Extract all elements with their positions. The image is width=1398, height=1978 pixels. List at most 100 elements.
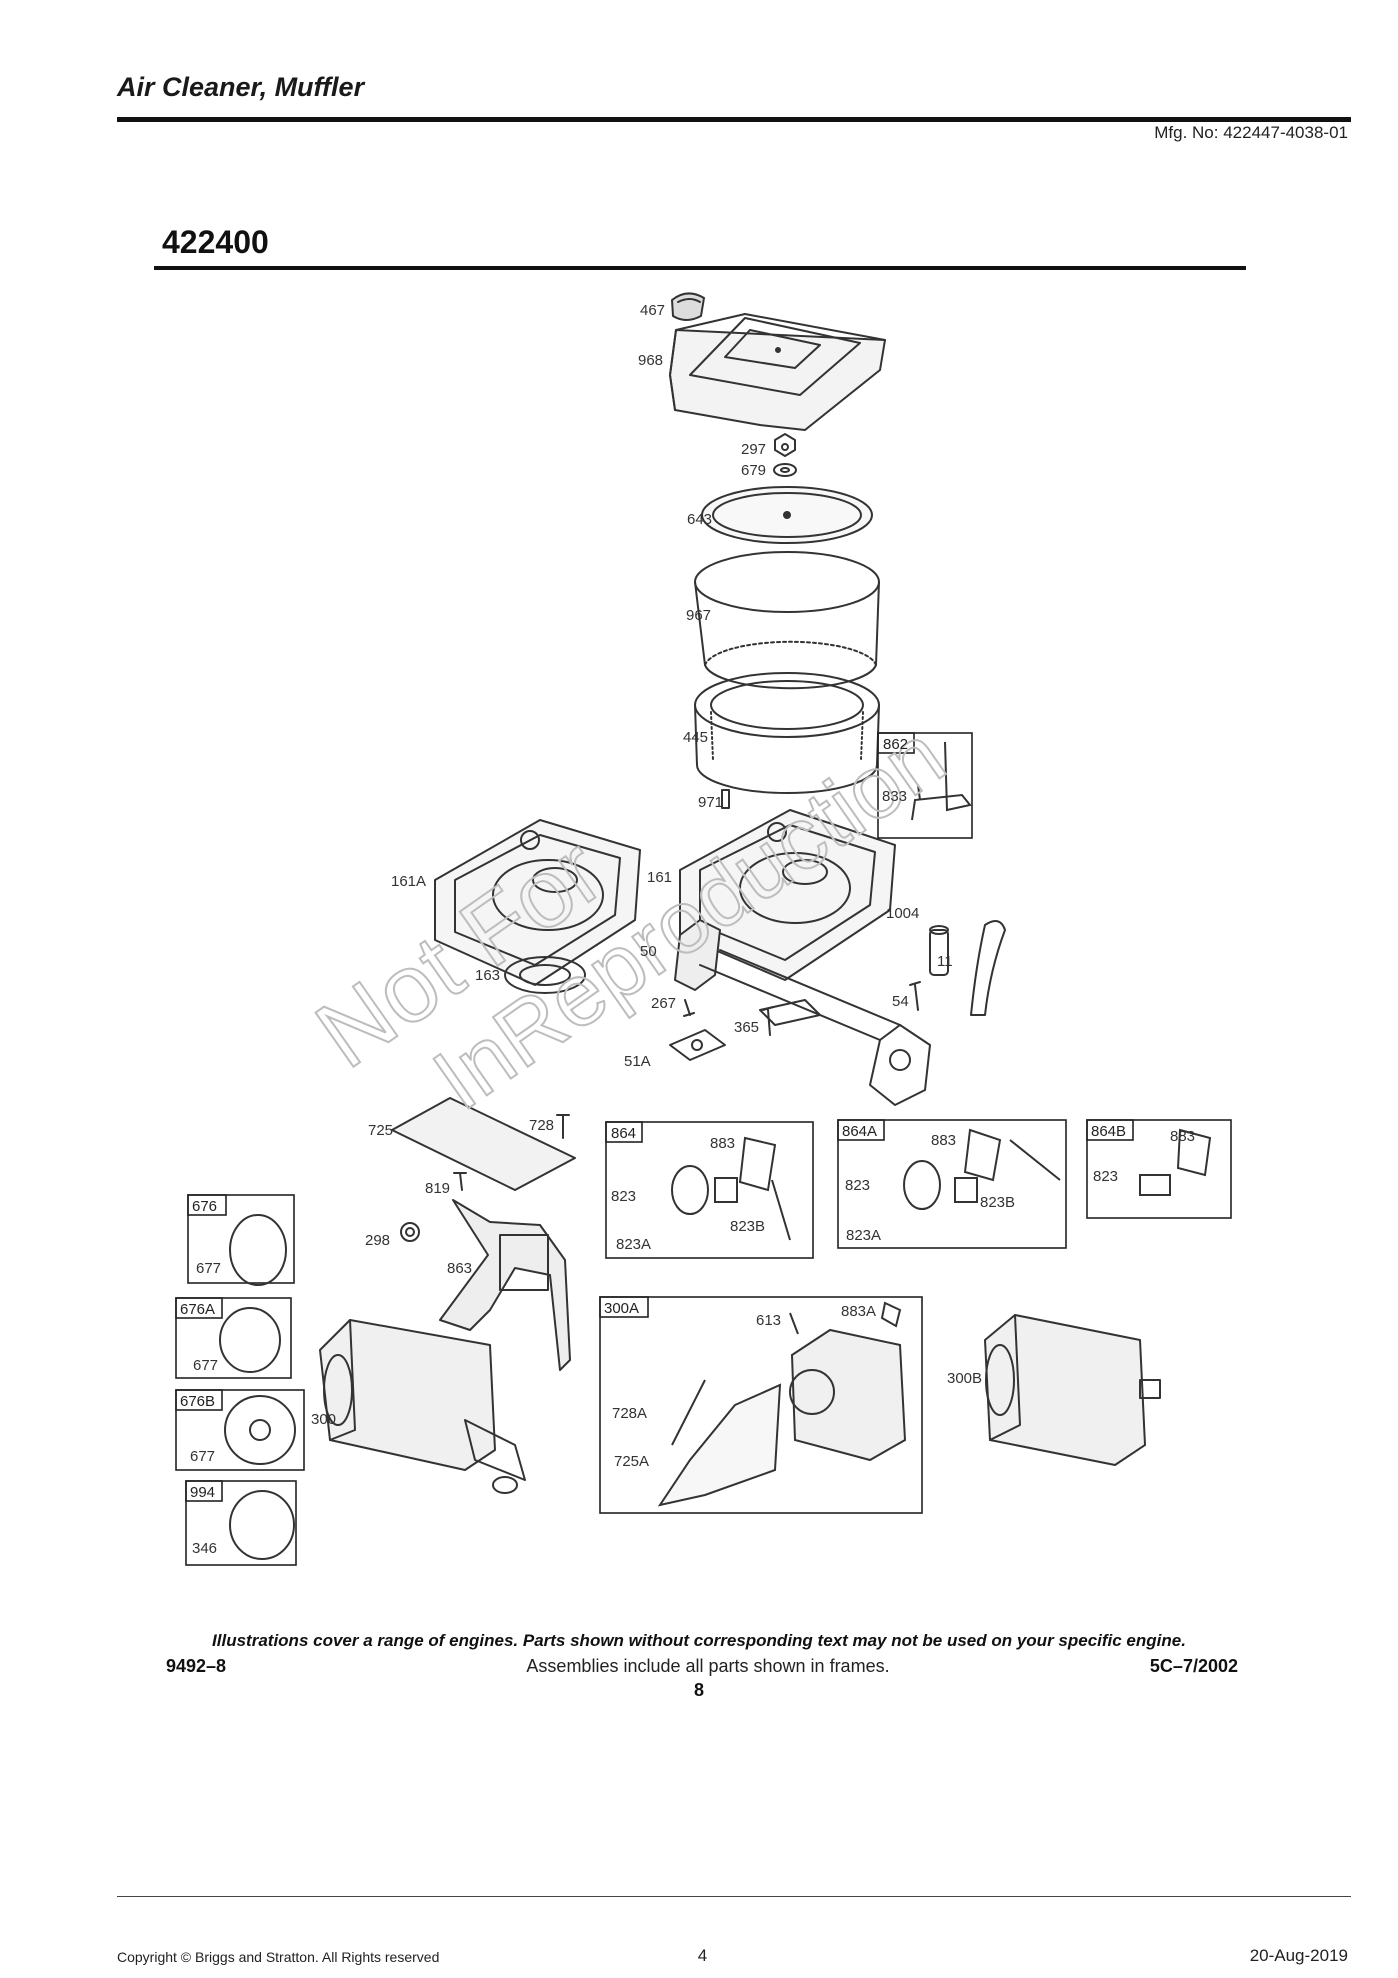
frame-676-part-677: 677 xyxy=(196,1260,221,1277)
frame-864 xyxy=(605,1121,814,1259)
part-862-clamp xyxy=(911,741,972,821)
mfg-number: Mfg. No: 422447-4038-01 xyxy=(1154,123,1348,142)
part-467-knob xyxy=(671,292,705,321)
part-11-tube xyxy=(970,920,1006,1016)
frame-864A-part-823B: 823B xyxy=(980,1194,1015,1211)
label-967: 967 xyxy=(686,607,711,624)
label-297: 297 xyxy=(741,441,766,458)
frame-676A-title: 676A xyxy=(180,1301,215,1318)
label-365: 365 xyxy=(734,1019,759,1036)
part-163-gasket xyxy=(504,956,586,994)
frame-864B-part-823: 823 xyxy=(1093,1168,1118,1185)
frame-864A xyxy=(837,1119,1067,1249)
range-note: Illustrations cover a range of engines. … xyxy=(212,1631,1186,1650)
label-300B: 300B xyxy=(947,1370,982,1387)
label-971: 971 xyxy=(698,794,723,811)
label-50: 50 xyxy=(640,943,657,960)
inner-page-number: 8 xyxy=(693,1680,704,1700)
part-300-muffler xyxy=(319,1319,526,1494)
frame-862 xyxy=(877,732,973,839)
part-51A-gasket xyxy=(669,1029,726,1061)
revision-code: 5C–7/2002 xyxy=(1149,1656,1238,1676)
label-445: 445 xyxy=(683,729,708,746)
frame-300A-part-725A: 725A xyxy=(614,1453,649,1470)
label-11: 11 xyxy=(937,953,953,970)
part-267-screw xyxy=(683,999,695,1017)
part-863-bracket xyxy=(439,1199,571,1371)
frame-864-parts xyxy=(671,1136,791,1241)
part-967-precleaner xyxy=(694,551,880,690)
label-643: 643 xyxy=(687,511,712,528)
page-number: 4 xyxy=(697,1946,708,1965)
label-467: 467 xyxy=(640,302,665,319)
part-643-plate xyxy=(701,486,873,544)
label-728: 728 xyxy=(529,1117,554,1134)
frame-676A-part-677: 677 xyxy=(193,1357,218,1374)
frame-864B-part-883: 883 xyxy=(1170,1128,1195,1145)
frame-864A-part-823: 823 xyxy=(845,1177,870,1194)
frame-864B-title: 864B xyxy=(1091,1123,1126,1140)
frame-300A xyxy=(599,1296,923,1514)
frame-994 xyxy=(185,1480,297,1566)
label-968: 968 xyxy=(638,352,663,369)
label-51A: 51A xyxy=(624,1053,651,1070)
part-297-nut xyxy=(774,433,796,457)
copyright: Copyright © Briggs and Stratton. All Rig… xyxy=(117,1949,440,1965)
frame-300A-parts xyxy=(657,1301,907,1507)
frame-300A-title: 300A xyxy=(604,1300,639,1317)
label-298: 298 xyxy=(365,1232,390,1249)
frame-676B-title: 676B xyxy=(180,1393,215,1410)
frame-864A-parts xyxy=(903,1128,1061,1210)
label-819: 819 xyxy=(425,1180,450,1197)
part-365-screw xyxy=(762,1006,774,1036)
frame-676 xyxy=(187,1194,295,1284)
part-728-screw xyxy=(556,1114,570,1139)
frame-676A xyxy=(175,1297,292,1379)
footer-date: 20-Aug-2019 xyxy=(1249,1946,1348,1965)
part-445-cartridge xyxy=(694,672,880,794)
frame-676-part xyxy=(229,1214,287,1286)
frame-864-part-823: 823 xyxy=(611,1188,636,1205)
part-968-cover xyxy=(669,313,886,431)
frame-300A-part-613: 613 xyxy=(756,1312,781,1329)
label-679: 679 xyxy=(741,462,766,479)
part-298-nut xyxy=(400,1222,420,1242)
part-161A-base xyxy=(434,819,641,986)
frame-300A-part-728A: 728A xyxy=(612,1405,647,1422)
label-54: 54 xyxy=(892,993,909,1010)
page-title: Air Cleaner, Muffler xyxy=(117,72,365,102)
frame-864A-title: 864A xyxy=(842,1123,877,1140)
frame-864A-part-823A: 823A xyxy=(846,1227,881,1244)
label-300: 300 xyxy=(311,1411,336,1428)
diagram-code: 9492–8 xyxy=(166,1656,227,1676)
label-863: 863 xyxy=(447,1260,472,1277)
label-163: 163 xyxy=(475,967,500,984)
frame-994-part xyxy=(229,1490,295,1560)
frame-864A-part-883: 883 xyxy=(931,1132,956,1149)
label-1004: 1004 xyxy=(886,905,919,922)
frame-864-part-883: 883 xyxy=(710,1135,735,1152)
frame-864-part-823B: 823B xyxy=(730,1218,765,1235)
part-54-screw xyxy=(909,981,921,1011)
frame-864B xyxy=(1086,1119,1232,1219)
frame-676B-part xyxy=(224,1395,296,1465)
frame-862-title: 862 xyxy=(883,736,908,753)
label-725: 725 xyxy=(368,1122,393,1139)
frame-676B-part-677: 677 xyxy=(190,1448,215,1465)
frame-862-part-833: 833 xyxy=(882,788,907,805)
frame-300A-part-883A: 883A xyxy=(841,1303,876,1320)
header-rule xyxy=(117,117,1351,122)
part-300B-muffler xyxy=(984,1314,1161,1466)
model-number: 422400 xyxy=(162,224,269,260)
part-50-elbow xyxy=(674,919,931,1106)
frame-676B xyxy=(175,1389,305,1471)
part-679-washer xyxy=(773,463,797,477)
assemblies-note: Assemblies include all parts shown in fr… xyxy=(526,1656,890,1676)
part-819-screw xyxy=(453,1172,467,1191)
frame-864-title: 864 xyxy=(611,1125,636,1142)
label-161A: 161A xyxy=(391,873,426,890)
model-rule xyxy=(154,266,1246,270)
part-1004-tube xyxy=(929,925,949,976)
frame-676-title: 676 xyxy=(192,1198,217,1215)
